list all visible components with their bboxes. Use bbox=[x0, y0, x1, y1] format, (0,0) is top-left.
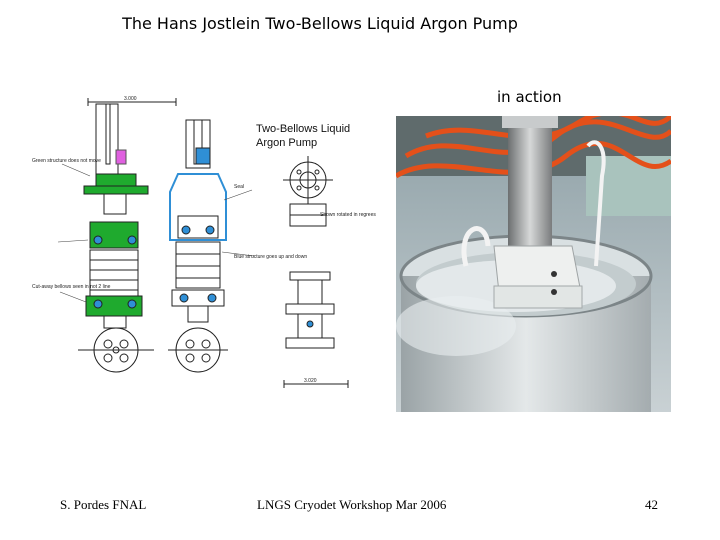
svg-text:Argon Pump: Argon Pump bbox=[256, 137, 317, 149]
photo-caption: in action bbox=[497, 88, 562, 106]
svg-text:3.020: 3.020 bbox=[304, 378, 317, 384]
drawing-dim-top: 3.000 bbox=[124, 96, 137, 102]
drawing-heading-line1: Two-Bellows Liquid bbox=[256, 123, 350, 135]
svg-text:Cut-away bellows seen in not 2: Cut-away bellows seen in not 2 line bbox=[32, 284, 111, 290]
svg-text:Green structure does not move: Green structure does not move bbox=[32, 158, 101, 164]
drawing-heading-line2: Argon Pump bbox=[256, 137, 317, 149]
svg-text:Shown rotated in regrees: Shown rotated in regrees bbox=[320, 212, 376, 218]
svg-text:3.000: 3.000 bbox=[124, 96, 137, 102]
drawing-note-bellows: Cut-away bellows seen in not 2 line bbox=[32, 284, 111, 290]
drawing-dim-bottom: 3.020 bbox=[304, 378, 317, 384]
svg-text:Two-Bellows Liquid: Two-Bellows Liquid bbox=[256, 123, 350, 135]
drawing-note-blue: Blue structure goes up and down bbox=[234, 254, 307, 260]
svg-text:Seal: Seal bbox=[234, 184, 244, 190]
footer-event: LNGS Cryodet Workshop Mar 2006 bbox=[257, 497, 447, 512]
drawing-note-green: Green structure does not move bbox=[32, 158, 101, 164]
footer-page-number: 42 bbox=[645, 497, 658, 512]
slide-title: The Hans Jostlein Two-Bellows Liquid Arg… bbox=[122, 14, 518, 33]
pump-technical-drawing: Two-Bellows Liquid Argon Pump Green stru… bbox=[32, 96, 376, 388]
drawing-note-seal: Seal bbox=[234, 184, 244, 190]
pump-photo bbox=[396, 116, 671, 412]
svg-text:Blue structure goes up and dow: Blue structure goes up and down bbox=[234, 254, 307, 260]
drawing-note-position: Shown rotated in regrees bbox=[320, 212, 376, 218]
footer-author: S. Pordes FNAL bbox=[60, 497, 147, 512]
